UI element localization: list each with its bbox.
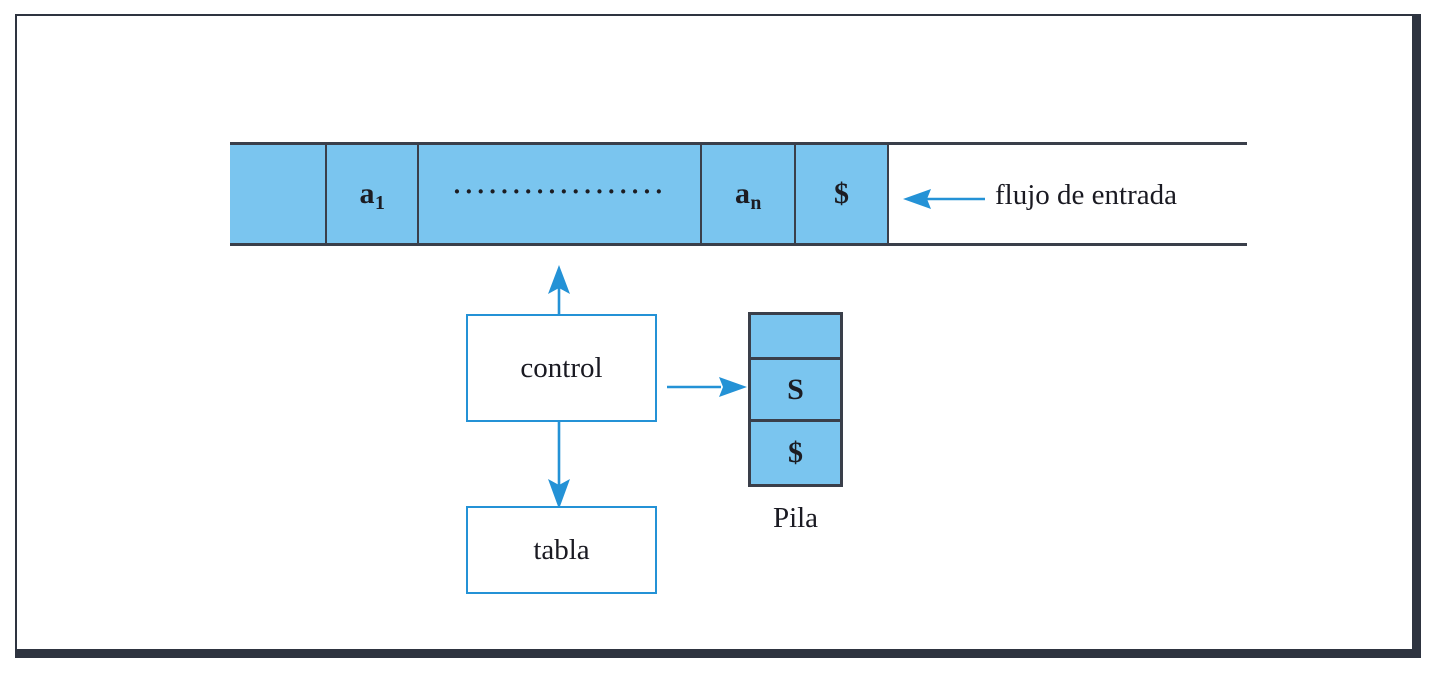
arrow-control-to-table-icon bbox=[548, 418, 570, 509]
input-tape: a1 ·················· an $ bbox=[230, 142, 1247, 246]
arrow-control-to-tape-icon bbox=[548, 265, 570, 318]
tape-symbol-a1: a1 bbox=[359, 177, 385, 213]
tape-cell-an: an bbox=[702, 145, 796, 243]
arrow-control-to-stack-icon bbox=[667, 377, 747, 397]
stack-cell-top bbox=[751, 315, 840, 360]
stack-caption: Pila bbox=[772, 502, 819, 534]
tape-symbol-an-subscript: n bbox=[750, 191, 762, 214]
ellipsis-dots: ·················· bbox=[452, 177, 667, 206]
table-box-label: tabla bbox=[533, 533, 590, 566]
control-box-label: control bbox=[520, 351, 603, 384]
table-box[interactable]: tabla bbox=[466, 506, 657, 594]
control-box[interactable]: control bbox=[466, 314, 657, 422]
tape-symbol-an: an bbox=[734, 177, 761, 213]
figure-frame: a1 ·················· an $ flujo de entr… bbox=[15, 14, 1421, 658]
stack: S $ bbox=[748, 312, 843, 487]
input-tape-cells: a1 ·················· an $ bbox=[230, 145, 889, 243]
stack-cell-bottom: $ bbox=[751, 422, 840, 484]
input-stream-arrow-icon bbox=[903, 189, 985, 209]
input-stream-label: flujo de entrada bbox=[995, 179, 1177, 211]
tape-cell-ellipsis: ·················· bbox=[419, 145, 702, 243]
tape-symbol-a1-subscript: 1 bbox=[374, 191, 385, 214]
tape-symbol-a1-base: a bbox=[359, 177, 375, 210]
tape-symbol-an-base: a bbox=[734, 177, 750, 210]
stack-cell-symbol: S bbox=[751, 360, 840, 422]
tape-cell-blank-left bbox=[230, 145, 327, 243]
tape-cell-end-marker: $ bbox=[796, 145, 889, 243]
tape-cell-a1: a1 bbox=[327, 145, 419, 243]
